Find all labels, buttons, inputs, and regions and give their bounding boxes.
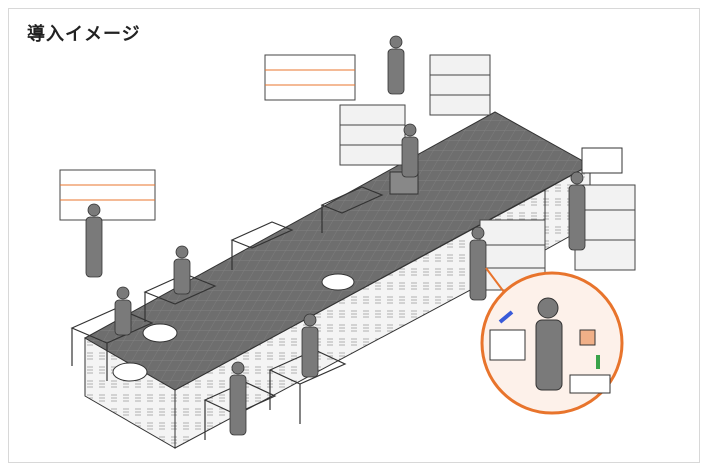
shelf-units [339, 54, 636, 291]
workstation-desks [70, 186, 384, 440]
page-title: 導入イメージ [27, 24, 141, 45]
workers [85, 35, 586, 436]
box-pallets [59, 54, 356, 221]
image-frame [8, 8, 700, 463]
agv-robots [112, 147, 623, 382]
zoom-inset [480, 267, 624, 415]
